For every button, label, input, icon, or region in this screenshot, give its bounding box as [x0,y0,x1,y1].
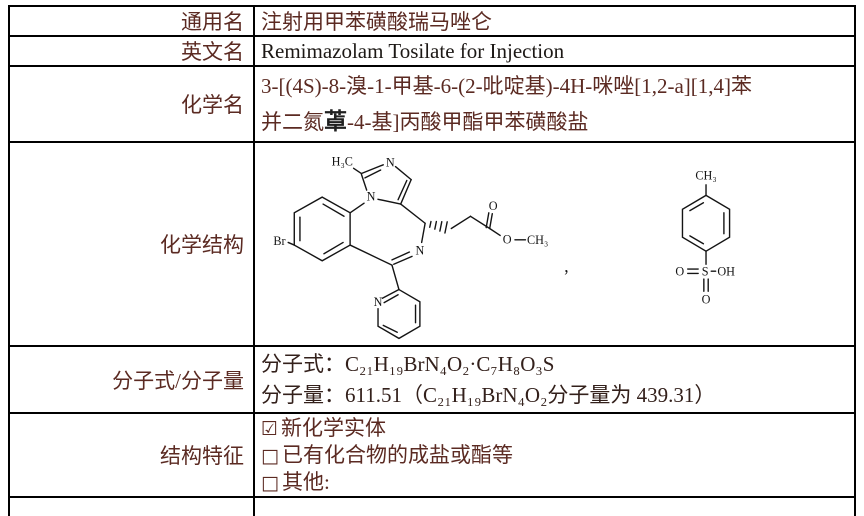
molecular-value: 分子式：C₂₁H₁₉BrN₄O₂·C₇H₈O₃S 分子量：611.51（C₂₁H… [255,347,854,412]
structure-separator-comma: , [564,256,568,276]
table-row-generic-name: 通用名 注射用甲苯磺酸瑞马唑仑 [10,7,854,37]
molecular-weight-label: 分子量： [261,382,345,407]
chemical-name-line1: 3-[(4S)-8-溴-1-甲基-6-(2-吡啶基)-4H-咪唑[1,2-a][… [261,74,753,98]
remimazolam-atom-labels: H₃C N N Br N N O O CH₃ , [273,155,568,309]
molecular-weight-line: 分子量：611.51（C₂₁H₁₉BrN₄O₂分子量为 439.31） [261,380,850,411]
atom-label-tosylate-s: S [702,265,709,279]
feature-item-text: 新化学实体 [281,415,387,440]
table-row-features: 结构特征 ☑新化学实体 □已有化合物的成盐或酯等 □其他: [10,414,854,498]
chemical-name-value: 3-[(4S)-8-溴-1-甲基-6-(2-吡啶基)-4H-咪唑[1,2-a][… [255,67,854,141]
atom-label-och3: CH₃ [527,233,548,247]
atom-label-n-imidazole-top: N [386,156,395,170]
atom-label-n-pyridine: N [374,295,383,309]
atom-label-h3c: H₃C [332,155,353,169]
atom-label-o-carbonyl: O [489,199,498,213]
atom-label-n-diazepine: N [415,244,424,258]
chemical-structure-image: H₃C N N Br N N O O CH₃ , [273,155,735,340]
feature-item-text: 已有化合物的成盐或酯等 [281,442,513,467]
tosylate-bonds [681,184,731,292]
checkbox-unchecked-icon: □ [261,444,279,467]
atom-label-tosylate-o-bottom: O [702,293,711,307]
molecular-formula-line: 分子式：C₂₁H₁₉BrN₄O₂·C₇H₈O₃S [261,349,850,380]
generic-name-label: 通用名 [10,7,255,35]
feature-item-salt-or-ester: □已有化合物的成盐或酯等 [261,442,850,469]
chemical-structure-value: H₃C N N Br N N O O CH₃ , [255,143,854,345]
chemical-name-line2-post: -4-基]丙酸甲酯甲苯磺酸盐 [347,110,589,134]
generic-name-value: 注射用甲苯磺酸瑞马唑仑 [255,7,854,35]
table-row-molecular: 分子式/分子量 分子式：C₂₁H₁₉BrN₄O₂·C₇H₈O₃S 分子量：611… [10,347,854,414]
partial-row-value [255,498,854,516]
table-row-english-name: 英文名 Remimazolam Tosilate for Injection [10,37,854,67]
partial-row-label [10,498,255,516]
english-name-text: Remimazolam Tosilate for Injection [261,38,565,63]
tosylate-atom-labels: CH₃ O S OH O [675,169,735,307]
feature-item-other: □其他: [261,469,850,496]
atom-label-tosylate-o-left: O [675,265,684,279]
checkbox-checked-icon: ☑ [261,417,279,440]
chemical-structure-label: 化学结构 [10,143,255,345]
atom-label-tosylate-ch3: CH₃ [695,169,716,183]
molecular-weight-text: 611.51（C₂₁H₁₉BrN₄O₂分子量为 439.31） [345,382,716,407]
features-value: ☑新化学实体 □已有化合物的成盐或酯等 □其他: [255,414,854,496]
english-name-label: 英文名 [10,37,255,65]
remimazolam-bonds [287,164,527,340]
chemical-name-line2-pre: 并二氮 [261,110,324,134]
chemical-name-label: 化学名 [10,67,255,141]
chemical-name-line2: 并二氮䓬-4-基]丙酸甲酯甲苯磺酸盐 [261,104,850,140]
features-label: 结构特征 [10,414,255,496]
chemical-name-special-char: 䓬 [324,109,347,134]
atom-label-tosylate-oh: OH [717,265,735,279]
molecular-formula-label: 分子式： [261,351,345,376]
table-row-chemical-name: 化学名 3-[(4S)-8-溴-1-甲基-6-(2-吡啶基)-4H-咪唑[1,2… [10,67,854,143]
feature-item-text: 其他: [281,469,330,494]
table-row-partial [10,498,854,516]
molecular-label: 分子式/分子量 [10,347,255,412]
english-name-value: Remimazolam Tosilate for Injection [255,37,854,65]
atom-label-br: Br [273,234,285,248]
generic-name-text: 注射用甲苯磺酸瑞马唑仑 [261,10,492,34]
feature-item-new-chemical-entity: ☑新化学实体 [261,415,850,442]
atom-label-n-imidazole-bottom: N [367,190,376,204]
atom-label-o-ester: O [503,232,512,246]
molecular-formula-text: C₂₁H₁₉BrN₄O₂·C₇H₈O₃S [345,351,555,376]
drug-info-table: 通用名 注射用甲苯磺酸瑞马唑仑 英文名 Remimazolam Tosilate… [8,5,856,516]
table-row-chemical-structure: 化学结构 [10,143,854,347]
checkbox-unchecked-icon: □ [261,471,279,494]
